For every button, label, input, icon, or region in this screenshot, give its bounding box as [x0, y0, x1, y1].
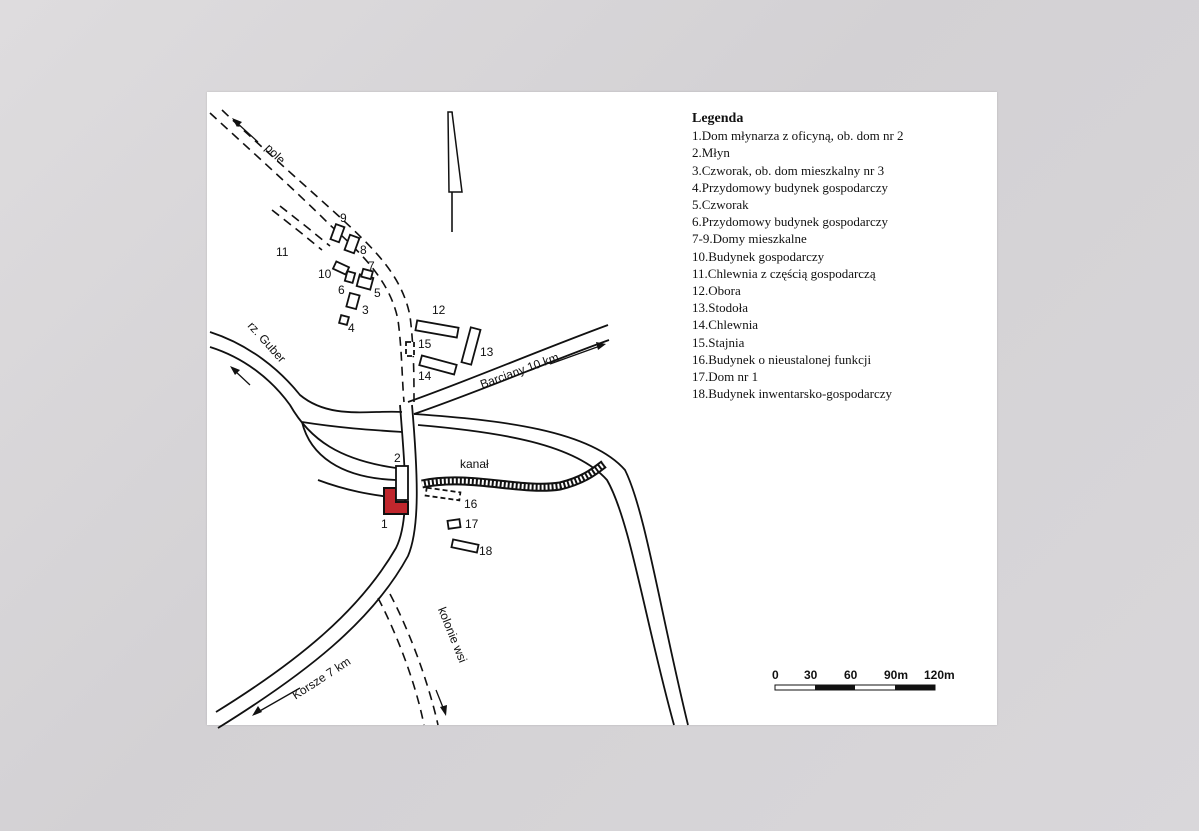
legend-item: 2.Młyn — [692, 145, 730, 161]
number-5: 5 — [374, 286, 381, 300]
label-kolonie: kolonie wsi — [435, 605, 470, 665]
legend-item: 4.Przydomowy budynek gospodarczy — [692, 179, 889, 195]
legend-item: 13.Stodoła — [692, 300, 748, 316]
number-8: 8 — [360, 243, 367, 257]
number-7: 7 — [368, 259, 375, 273]
building-7 — [360, 267, 374, 281]
number-4: 4 — [348, 321, 355, 335]
legend-item: 17.Dom nr 1 — [692, 369, 759, 385]
legend-item: 10.Budynek gospodarczy — [692, 248, 825, 264]
legend-item: 3.Czworak, ob. dom mieszkalny nr 3 — [692, 162, 885, 178]
building-4 — [337, 313, 351, 327]
scale-label-60: 60 — [844, 668, 858, 682]
legend-item: 15.Stajnia — [692, 334, 745, 350]
legend-item: 12.Obora — [692, 283, 741, 299]
number-16: 16 — [464, 497, 478, 511]
label-korsze: Korsze 7 km — [290, 654, 354, 702]
label-pole: pole — [262, 141, 288, 167]
scale-label-120: 120m — [924, 668, 955, 682]
road-barciany — [407, 324, 610, 415]
number-10: 10 — [318, 267, 332, 281]
arrow-korsze-icon — [252, 687, 301, 716]
legend: Legenda 1.Dom młynarza z oficyną, ob. do… — [692, 110, 992, 402]
building-13 — [460, 326, 482, 366]
building-12 — [414, 319, 460, 339]
arrow-pole-icon — [232, 118, 259, 143]
road-east — [413, 413, 689, 726]
arrow-barciany-icon — [549, 342, 606, 365]
river-guber — [209, 331, 403, 499]
number-3: 3 — [362, 303, 369, 317]
legend-item: 14.Chlewnia — [692, 317, 759, 333]
label-river: rz. Guber — [245, 319, 289, 366]
number-2: 2 — [394, 451, 401, 465]
scale-label-90: 90m — [884, 668, 909, 682]
legend-item: 18.Budynek inwentarsko-gospodarczy — [692, 386, 893, 402]
number-11: 11 — [276, 245, 289, 259]
arrow-kolonie-icon — [435, 689, 447, 716]
track-kolonie — [377, 593, 439, 726]
building-2 — [395, 465, 409, 501]
number-17: 17 — [465, 517, 479, 531]
legend-item: 6.Przydomowy budynek gospodarczy — [692, 214, 889, 230]
legend-list: 1.Dom młynarza z oficyną, ob. dom nr 2 2… — [692, 127, 992, 402]
building-3 — [345, 291, 361, 311]
building-18 — [450, 538, 480, 554]
number-14: 14 — [418, 369, 432, 383]
canal — [421, 460, 607, 492]
building-14 — [418, 354, 458, 376]
number-9: 9 — [340, 211, 347, 225]
building-9 — [329, 222, 346, 244]
scale-label-30: 30 — [804, 668, 818, 682]
number-15: 15 — [418, 337, 432, 351]
north-arrow-icon — [447, 111, 463, 232]
scale-bar: 0 30 60 90m 120m — [770, 668, 970, 698]
scale-label-0: 0 — [772, 668, 779, 682]
number-1: 1 — [381, 517, 388, 531]
building-16 — [424, 486, 462, 502]
scale-bar-graphic — [774, 684, 936, 691]
building-15 — [405, 341, 415, 357]
track-pole — [209, 109, 415, 403]
number-12: 12 — [432, 303, 446, 317]
arrow-guber-icon — [230, 366, 251, 386]
legend-item: 11.Chlewnia z częścią gospodarczą — [692, 265, 876, 281]
building-8 — [343, 233, 361, 255]
legend-item: 7-9.Domy mieszkalne — [692, 231, 807, 247]
building-11 — [271, 205, 331, 251]
legend-item: 16.Budynek o nieustalonej funkcji — [692, 351, 872, 367]
legend-item: 5.Czworak — [692, 197, 749, 213]
building-17 — [446, 518, 462, 530]
label-kanal: kanał — [460, 457, 489, 471]
number-18: 18 — [479, 544, 493, 558]
number-6: 6 — [338, 283, 345, 297]
legend-title: Legenda — [692, 111, 744, 126]
building-6 — [343, 270, 357, 284]
legend-item: 1.Dom młynarza z oficyną, ob. dom nr 2 — [692, 128, 904, 144]
number-13: 13 — [480, 345, 494, 359]
building-10 — [331, 260, 351, 276]
